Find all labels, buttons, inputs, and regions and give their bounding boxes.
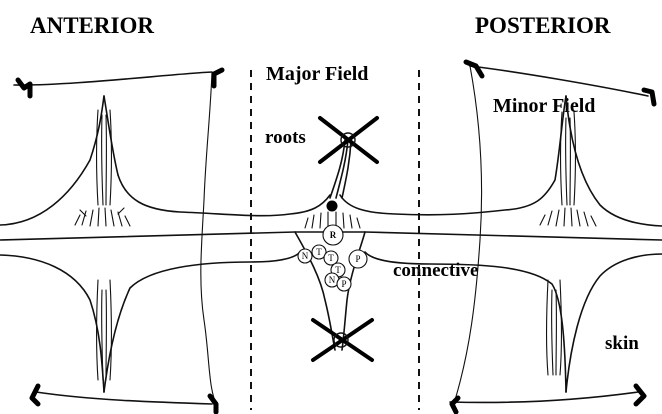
lower-segment-outline bbox=[0, 251, 662, 405]
central-nerve-tuft bbox=[304, 211, 361, 229]
anterior-label: ANTERIOR bbox=[30, 13, 154, 38]
connective-label: connective bbox=[393, 260, 478, 281]
posterior-nerve-fiber bbox=[454, 65, 483, 401]
pin-hook-bottom-right bbox=[633, 383, 647, 407]
cell-letter: T bbox=[316, 247, 322, 257]
anterior-upper-channel bbox=[95, 109, 113, 206]
posterior-nerve-tuft bbox=[539, 207, 597, 227]
skin-label: skin bbox=[605, 333, 639, 354]
cell-letter: P bbox=[341, 279, 346, 289]
posterior-lower-channel bbox=[545, 279, 563, 376]
cell-t: T bbox=[323, 250, 339, 266]
major-field-label: Major Field bbox=[266, 63, 368, 85]
cell-letter: N bbox=[302, 251, 309, 261]
pin-hook-bottom-left bbox=[29, 383, 41, 407]
cell-p: P bbox=[348, 249, 368, 269]
minor-field-label: Minor Field bbox=[493, 95, 595, 117]
pin-hook-top-right bbox=[641, 87, 657, 107]
cell-n: N bbox=[297, 248, 313, 264]
cell-t: T bbox=[311, 244, 327, 260]
cell-letter: T bbox=[335, 265, 341, 275]
cell-p: P bbox=[336, 276, 352, 292]
anterior-lower-channel bbox=[95, 279, 113, 381]
pin-hook-top-left bbox=[15, 77, 33, 99]
cell-letter: R bbox=[330, 230, 337, 240]
anterior-nerve-tuft bbox=[74, 207, 131, 227]
anterior-nerve-fiber bbox=[200, 71, 219, 409]
posterior-label: POSTERIOR bbox=[475, 13, 611, 38]
pin-hook-bottom-center-right bbox=[449, 395, 461, 414]
cell-letter: N bbox=[329, 275, 336, 285]
root-bundle bbox=[326, 139, 352, 212]
roots-label: roots bbox=[265, 127, 306, 148]
lower-cut-mark bbox=[311, 318, 374, 362]
pin-hook-bottom-center-left bbox=[207, 393, 219, 414]
posterior-upper-channel bbox=[559, 111, 577, 206]
pin-hook-top-center-right bbox=[463, 59, 485, 79]
pin-hook-top-center-left bbox=[211, 67, 225, 89]
cell-letter: P bbox=[355, 254, 360, 264]
cell-r: R bbox=[322, 224, 344, 246]
neuron-soma-dot bbox=[326, 200, 338, 212]
ganglion-cells: R N T T T P N P bbox=[297, 224, 368, 292]
upper-segment-outline bbox=[0, 65, 662, 241]
roots-cut-mark bbox=[318, 116, 379, 164]
cell-letter: T bbox=[328, 253, 334, 263]
